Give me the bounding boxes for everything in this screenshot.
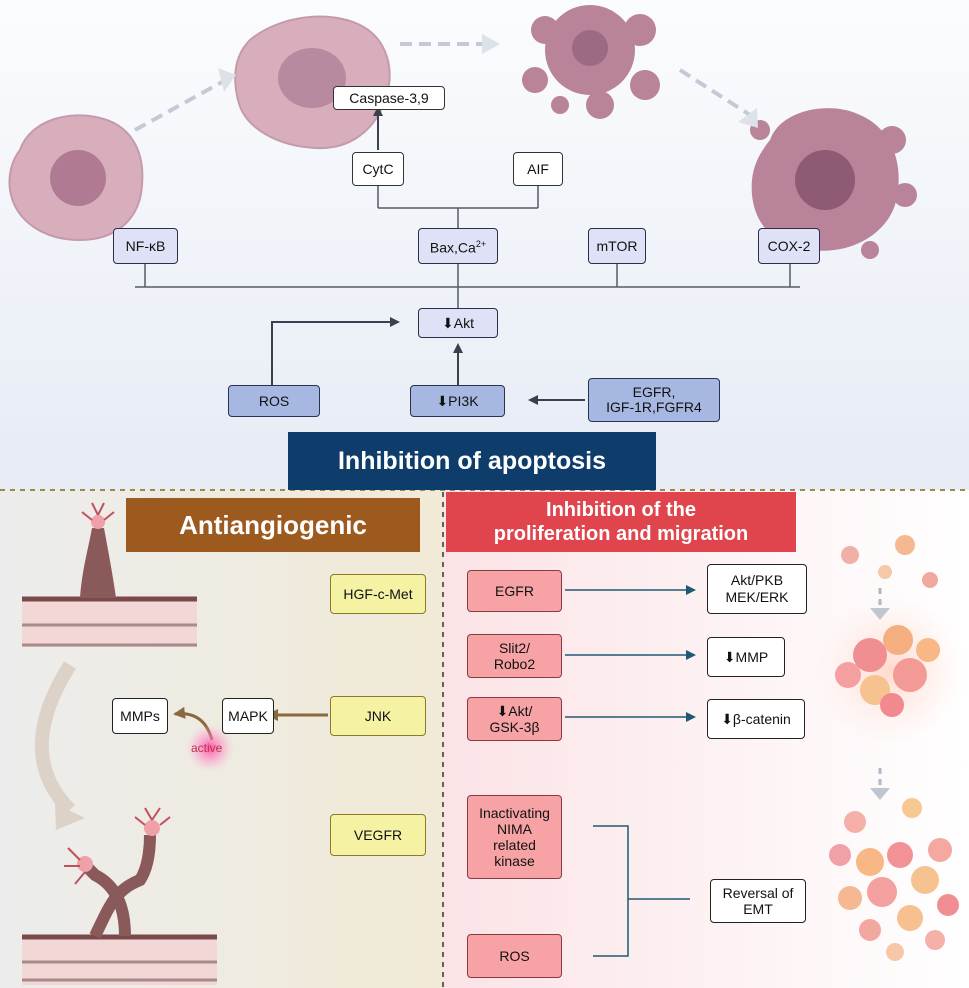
catenin-box: ⬇β-catenin [707, 699, 805, 739]
apoptosis-connectors [135, 186, 800, 308]
mmps-label: MMPs [120, 708, 160, 724]
antiangiogenic-title-banner: Antiangiogenic [126, 498, 420, 552]
active-label: active [191, 741, 223, 755]
proliferation-title-line2: proliferation and migration [493, 523, 749, 545]
egfr-igf-box: EGFR,IGF-1R,FGFR4 [588, 378, 720, 422]
transition-arrows [134, 42, 752, 132]
nfkb-box: NF-κB [113, 228, 178, 264]
cell-normal-illustration [8, 114, 144, 242]
proliferation-title-line1: Inhibition of the [546, 499, 696, 521]
caspase-label: Caspase-3,9 [349, 90, 429, 106]
akt-box: ⬇Akt [418, 308, 498, 338]
apoptosis-title: Inhibition of apoptosis [337, 446, 607, 475]
egfr-label: EGFR [495, 583, 534, 599]
emt-line1: Reversal of [722, 885, 794, 901]
cytc-box: CytC [352, 152, 404, 186]
catenin-label: ⬇β-catenin [721, 711, 791, 727]
egfr-igf-line1: EGFR, [632, 384, 676, 400]
aif-box: AIF [513, 152, 563, 186]
vegfr-label: VEGFR [353, 827, 403, 843]
egfr-igf-line2: IGF-1R,FGFR4 [606, 399, 702, 415]
akt-pkb-line2: MEK/ERK [725, 589, 789, 605]
mtor-box: mTOR [588, 228, 646, 264]
emt-line2: EMT [743, 901, 773, 917]
tumor-cluster-bottom-illustration [829, 798, 959, 961]
slit-robo-box: Slit2/Robo2 [467, 634, 562, 678]
apoptosis-arrows [271, 106, 585, 405]
aif-label: AIF [527, 161, 549, 177]
mmps-box: MMPs [112, 698, 168, 734]
cox2-label: COX-2 [767, 238, 811, 254]
nima-line4: kinase [494, 853, 535, 869]
vegfr-box: VEGFR [330, 814, 426, 856]
akt-gsk-box: ⬇Akt/GSK-3β [467, 697, 562, 741]
bax-superscript: 2+ [475, 239, 487, 250]
mtor-label: mTOR [596, 238, 638, 254]
slit-robo-line2: Robo2 [493, 656, 536, 672]
caspase-box: Caspase-3,9 [333, 86, 445, 110]
akt-gsk-line1: ⬇Akt/ [496, 703, 533, 719]
nima-line3: related [493, 837, 536, 853]
cell-shrinking-illustration [234, 15, 391, 150]
bax-label: Bax,Ca2+ [430, 236, 486, 256]
cytc-label: CytC [362, 161, 394, 177]
nima-line2: NIMA [497, 821, 532, 837]
mmp-box: ⬇MMP [707, 637, 785, 677]
mmp-label: ⬇MMP [723, 649, 769, 665]
apoptosis-title-banner: Inhibition of apoptosis [288, 432, 656, 490]
vessel-top-illustration [22, 502, 197, 647]
hgf-box: HGF-c-Met [330, 574, 426, 614]
cox2-box: COX-2 [758, 228, 820, 264]
akt-gsk-line2: GSK-3β [489, 719, 540, 735]
ros-proliferation-label: ROS [499, 948, 530, 964]
jnk-box: JNK [330, 696, 426, 736]
nima-line1: Inactivating [479, 805, 550, 821]
akt-label: ⬇Akt [442, 315, 474, 331]
ros-apoptosis-label: ROS [258, 393, 290, 409]
slit-robo-line1: Slit2/ [498, 640, 531, 656]
bax-box: Bax,Ca2+ [418, 228, 498, 264]
pi3k-box: ⬇PI3K [410, 385, 505, 417]
antiangiogenic-title: Antiangiogenic [179, 509, 367, 540]
vessel-bottom-illustration [22, 807, 217, 985]
pi3k-label: ⬇PI3K [436, 393, 479, 409]
hgf-label: HGF-c-Met [343, 586, 413, 602]
cell-blebbing-illustration [522, 5, 660, 119]
akt-pkb-line1: Akt/PKB [730, 572, 784, 588]
proliferation-arrows [565, 585, 696, 957]
jnk-label: JNK [364, 708, 392, 724]
egfr-box: EGFR [467, 570, 562, 612]
active-glow [186, 724, 234, 772]
nfkb-label: NF-κB [125, 238, 166, 254]
mapk-box: MAPK [222, 698, 274, 734]
mapk-label: MAPK [228, 708, 268, 724]
tumor-cluster-top-illustration [815, 535, 965, 745]
vessel-progression-arrow [34, 661, 76, 815]
ros-proliferation-box: ROS [467, 934, 562, 978]
bax-text: Bax,Ca [429, 239, 476, 256]
ros-apoptosis-box: ROS [228, 385, 320, 417]
